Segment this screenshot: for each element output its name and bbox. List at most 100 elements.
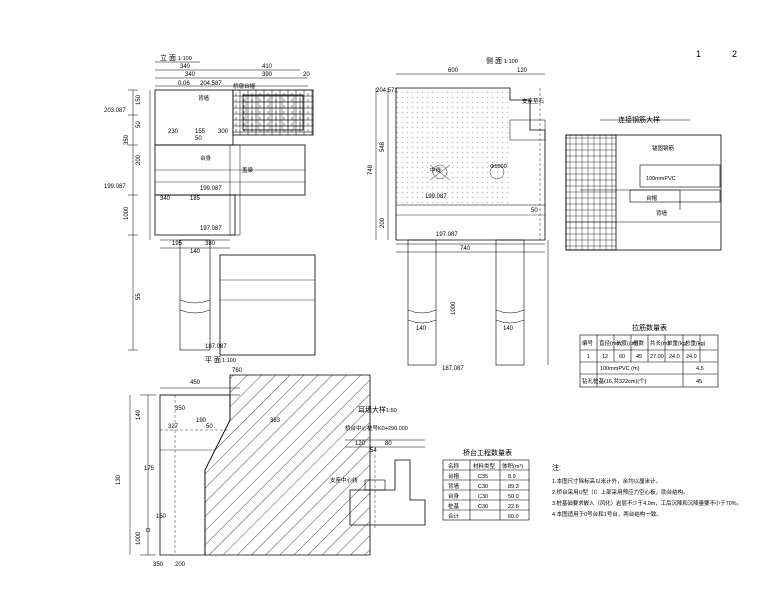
notes: 注: 1.本图尺寸除标高以米计外，余均以厘米计。 2.桥台采用U型（Ⅰ）上部采用… [552, 463, 742, 518]
bearing-detail-title: 耳墙大样 [358, 405, 386, 414]
dim-label: 380 [205, 241, 216, 247]
table-cell: 60 [619, 354, 625, 360]
table-header: 总重(kg) [685, 339, 706, 347]
dim-label: 200 [175, 562, 186, 568]
table-cell: 桩基 [448, 502, 460, 510]
table-cell: 24.0 [686, 354, 697, 360]
dim-label: 50 [206, 424, 213, 430]
dim-label: 390 [262, 72, 273, 78]
table-header: 名称 [448, 462, 460, 470]
side-view-scale: 1:100 [504, 59, 518, 65]
dim-label: 230 [168, 129, 179, 135]
table-cell: 台身 [448, 492, 460, 500]
elevation-label: 背墙 [198, 94, 210, 102]
table-cell: 8.9 [508, 474, 516, 480]
dim-label: 340 [185, 72, 196, 78]
dim-label: 195 [172, 241, 183, 247]
elevation-mark: 197.087 [200, 226, 222, 232]
table-header: 材料类型 [473, 462, 496, 470]
dim-label: 410 [262, 64, 273, 70]
dim-label: 327 [168, 424, 179, 430]
note-line: 2.桥台采用U型（Ⅰ）上部采用预应力空心板，肋台结构。 [552, 488, 689, 496]
plan-view-title: 平 面 [205, 356, 221, 364]
dim-label: 120 [355, 441, 366, 447]
table-cell: 45 [696, 379, 702, 385]
dim-label: 1000 [124, 206, 130, 220]
elevation-mark: 199.087 [104, 184, 126, 190]
dim-label: 340 [180, 64, 191, 70]
table-header: 长度(cm) [616, 339, 638, 347]
dim-label: 548 [380, 141, 386, 152]
table-cell: 100mmPVC (m) [600, 366, 640, 372]
elevation-mark: 199.087 [425, 194, 447, 200]
bearing-detail [345, 439, 426, 530]
table-cell: 4.5 [696, 366, 704, 372]
bearing-detail-text: 耳墙大样 1:50 桥台中心桩号K0+290.000 120 80 54 支座中… [330, 405, 408, 484]
elevation-view [128, 61, 316, 356]
table-header: 根数 [633, 339, 645, 347]
notes-title: 注: [552, 463, 561, 472]
table-cell: 1 [587, 354, 590, 360]
dim-label: 350 [124, 134, 130, 145]
dim-label: 140 [190, 249, 201, 255]
dim-label: 200 [380, 217, 386, 228]
table-cell: C30 [478, 494, 488, 500]
dim-label: 1000 [451, 301, 457, 315]
side-view-concrete-fill [396, 88, 510, 205]
table-cell: 合计 [448, 512, 460, 520]
dim-label: 185 [190, 196, 201, 202]
plan-view [129, 374, 371, 556]
dim-label: 1000 [136, 531, 142, 545]
plan-view-scale: 1:100 [222, 358, 236, 364]
dim-label: 175 [144, 466, 155, 472]
page-number-2: 2 [732, 49, 737, 59]
bearing-detail-note: 桥台中心桩号K0+290.000 [345, 424, 408, 432]
joint-detail-label: 100mmPVC [646, 176, 676, 182]
side-view-title: 侧 面 [486, 56, 502, 65]
dim-label: 20 [303, 72, 310, 78]
joint-detail-title: 连接钢筋大样 [618, 115, 660, 124]
table-cell: 背墙 [448, 482, 460, 490]
elevation-mark: 203.087 [104, 108, 126, 114]
plan-view-text: 平 面 1:100 760 450 350 190 383 327 50 175… [116, 356, 281, 568]
elevation-mark: 187.087 [442, 366, 464, 372]
rebar-table-text: 拉筋数量表 编号 直径(mm) 长度(cm) 根数 共长(m) 单重(kg) 总… [582, 323, 706, 385]
dim-label: 55 [136, 293, 142, 300]
dim-label: 200 [136, 154, 142, 165]
elevation-label: 桥墩台帽 [233, 82, 256, 90]
dim-label: 50 [531, 208, 538, 214]
joint-detail-label: 台帽 [646, 194, 658, 202]
table-cell: 89.3 [508, 484, 519, 490]
dim-label: 600 [448, 68, 459, 74]
joint-detail-label: 背墙 [656, 209, 668, 217]
dim-label: 190 [196, 418, 207, 424]
table-cell: 22.6 [508, 504, 519, 510]
dim-label: 80 [385, 441, 392, 447]
elevation-mark: 187.087 [205, 344, 227, 350]
dim-label: 155 [195, 129, 206, 135]
dim-label: 150 [136, 94, 142, 105]
elevation-view-text: 立 面 1:100 340 410 340 390 20 0.06 204.58… [104, 53, 310, 350]
dim-label: 740 [460, 246, 471, 252]
side-view [375, 73, 549, 366]
elevation-mark: 199.087 [200, 186, 222, 192]
dim-label: 50 [195, 136, 202, 142]
table-header: 编号 [582, 339, 594, 347]
dim-label: 450 [190, 380, 201, 386]
table-cell: 钻孔桩基(16,共322cm)(个) [582, 377, 647, 385]
dim-label: 350 [153, 562, 164, 568]
dim-label: 350 [175, 406, 186, 412]
table-header: 体积(m³) [502, 462, 523, 470]
elevation-scale: 1:100 [178, 56, 192, 62]
dim-label: 140 [503, 326, 514, 332]
dim-label: 383 [270, 418, 281, 424]
table-cell: 60.0 [508, 514, 519, 520]
table-header: 共长(m) [650, 339, 669, 347]
dim-label: 130 [116, 474, 122, 485]
page-number-1: 1 [696, 49, 701, 59]
rebar-table-title: 拉筋数量表 [632, 323, 667, 332]
dim-label: 54 [370, 448, 377, 454]
elevation-mark: 197.087 [436, 232, 458, 238]
table-cell: 台帽 [448, 472, 460, 480]
